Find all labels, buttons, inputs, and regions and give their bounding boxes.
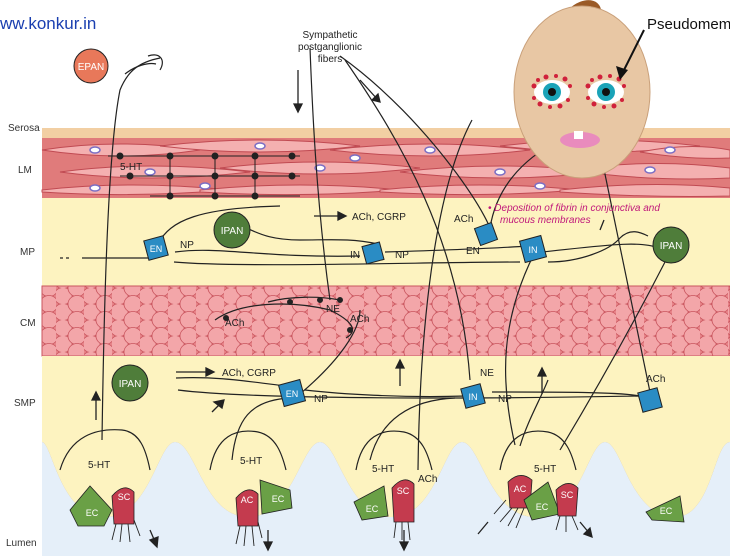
- pseudomembrane-callout: Pseudomem: [647, 16, 730, 33]
- label-5ht-villus-3: 5-HT: [372, 464, 394, 475]
- ipan-label-mp-right: IPAN: [660, 241, 683, 252]
- in-label-smp: IN: [469, 392, 478, 402]
- label-en-mp-right: EN: [466, 246, 480, 257]
- en-neuron-mp: EN: [144, 236, 168, 260]
- label-in-mp-center: IN: [350, 250, 360, 261]
- tooth: [574, 131, 583, 139]
- label-np-mp-left: NP: [180, 240, 194, 251]
- in-neuron-smp: IN: [461, 384, 485, 408]
- label-5ht-lm: 5-HT: [120, 162, 142, 173]
- in-label-mp-right: IN: [529, 245, 538, 255]
- label-ne-cm: NE: [326, 304, 340, 315]
- header-line-2: postganglionic: [298, 42, 362, 53]
- layer-label-lumen: Lumen: [6, 538, 37, 549]
- label-ne-smp: NE: [480, 368, 494, 379]
- ec-label-1: EC: [86, 508, 99, 518]
- layer-label-cm: CM: [20, 318, 36, 329]
- ac-label-4: AC: [514, 484, 527, 494]
- epan-label: EPAN: [78, 62, 105, 73]
- epan-neuron: EPAN: [74, 49, 108, 83]
- ipan-label-mp-left: IPAN: [221, 226, 244, 237]
- layer-label-smp: SMP: [14, 398, 36, 409]
- fibrin-note-line-2: mucous membranes: [500, 215, 591, 226]
- ec-label-2: EC: [272, 494, 285, 504]
- header-line-1: Sympathetic: [302, 30, 357, 41]
- header-line-3: fibers: [318, 54, 342, 65]
- ipan-label-smp: IPAN: [119, 379, 142, 390]
- baby-face: [514, 3, 650, 178]
- layer-label-mp: MP: [20, 247, 35, 258]
- label-np-smp-left: NP: [314, 394, 328, 405]
- label-5ht-villus-4: 5-HT: [534, 464, 556, 475]
- label-5ht-villus-2: 5-HT: [240, 456, 262, 467]
- sc-label-4: SC: [561, 490, 574, 500]
- fibrin-note-line-1: • Deposition of fibrin in conjunctiva an…: [488, 203, 660, 214]
- label-ach-mp-right: ACh: [454, 214, 473, 225]
- ipan-neuron-mp-right: IPAN: [653, 227, 689, 263]
- label-ach-cgrp-mp: ACh, CGRP: [352, 212, 406, 223]
- label-ach-cm-left: ACh: [225, 318, 244, 329]
- label-ach-cm-right: ACh: [350, 314, 369, 325]
- ec-label-5: EC: [660, 506, 673, 516]
- en-label-mp: EN: [150, 244, 163, 254]
- watermark: ww.konkur.in: [0, 14, 96, 34]
- layer-label-lm: LM: [18, 165, 32, 176]
- label-5ht-villus-1: 5-HT: [88, 460, 110, 471]
- ec-label-4: EC: [536, 502, 549, 512]
- neuron-smp-right: [638, 388, 662, 412]
- label-ach-smp-right: ACh: [646, 374, 665, 385]
- label-np-mp-center: NP: [395, 250, 409, 261]
- layer-label-serosa: Serosa: [8, 123, 40, 134]
- label-ach-cgrp-smp: ACh, CGRP: [222, 368, 276, 379]
- ac-label-2: AC: [241, 495, 254, 505]
- ipan-neuron-mp-left: IPAN: [214, 212, 250, 248]
- sc-label-3: SC: [397, 486, 410, 496]
- ipan-neuron-smp: IPAN: [112, 365, 148, 401]
- label-ach-villus-3: ACh: [418, 474, 437, 485]
- in-neuron-mp-center: [362, 242, 384, 264]
- sc-label-1: SC: [118, 492, 131, 502]
- label-np-smp-right: NP: [498, 394, 512, 405]
- ec-label-3: EC: [366, 504, 379, 514]
- circular-muscle-layer: [42, 286, 730, 356]
- en-label-smp: EN: [286, 389, 299, 399]
